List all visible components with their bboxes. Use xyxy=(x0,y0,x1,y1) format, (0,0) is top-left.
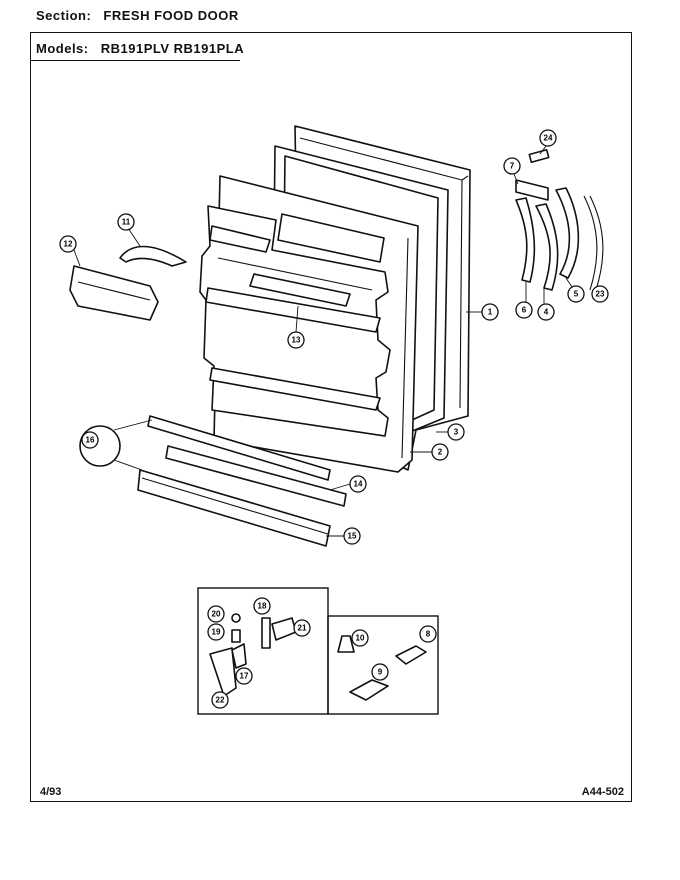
callout-19: 19 xyxy=(207,623,225,641)
callout-circle xyxy=(567,285,585,303)
callout-label: 6 xyxy=(522,306,527,315)
callout-1: 1 xyxy=(481,303,499,321)
callout-label: 21 xyxy=(298,624,307,633)
callout-label: 10 xyxy=(356,634,365,643)
callout-label: 9 xyxy=(378,668,383,677)
callout-20: 20 xyxy=(207,605,225,623)
callout-label: 13 xyxy=(292,336,301,345)
callout-22: 22 xyxy=(211,691,229,709)
callout-3: 3 xyxy=(447,423,465,441)
models-header: Models: RB191PLV RB191PLA xyxy=(36,41,244,56)
callout-circle xyxy=(591,285,609,303)
callout-12: 12 xyxy=(59,235,77,253)
dairy-door xyxy=(119,227,187,267)
callout-circle xyxy=(343,527,361,545)
callout-label: 24 xyxy=(544,134,553,143)
callout-circle xyxy=(419,625,437,643)
callout-9: 9 xyxy=(371,663,389,681)
callout-circle xyxy=(235,667,253,685)
callout-label: 3 xyxy=(454,428,459,437)
shelf-bars xyxy=(137,415,351,547)
shelf-rail xyxy=(249,273,351,333)
callout-8: 8 xyxy=(419,625,437,643)
callout-circle xyxy=(503,157,521,175)
callout-label: 16 xyxy=(86,436,95,445)
callout-21: 21 xyxy=(293,619,311,637)
callout-circle xyxy=(537,303,555,321)
models-label: Models: xyxy=(36,41,89,56)
callout-14: 14 xyxy=(349,475,367,493)
callout-circle xyxy=(59,235,77,253)
models-underline xyxy=(30,60,240,61)
models-value: RB191PLV RB191PLA xyxy=(100,41,245,56)
callout-label: 2 xyxy=(438,448,443,457)
callout-5: 5 xyxy=(567,285,585,303)
dairy-compartment xyxy=(69,249,159,321)
callout-circle xyxy=(447,423,465,441)
callout-circle xyxy=(349,475,367,493)
callout-label: 22 xyxy=(216,696,225,705)
callout-24: 24 xyxy=(539,129,557,147)
callout-label: 23 xyxy=(596,290,605,299)
callout-23: 23 xyxy=(591,285,609,303)
callout-label: 5 xyxy=(574,290,579,299)
callout-label: 4 xyxy=(544,308,549,317)
callout-6: 6 xyxy=(515,301,533,319)
callout-18: 18 xyxy=(253,597,271,615)
callout-label: 7 xyxy=(510,162,515,171)
section-header: Section: FRESH FOOD DOOR xyxy=(36,8,239,23)
callout-circle xyxy=(351,629,369,647)
callout-circle xyxy=(431,443,449,461)
callout-label: 12 xyxy=(64,240,73,249)
callout-2: 2 xyxy=(431,443,449,461)
footer-code: A44-502 xyxy=(581,786,624,798)
callout-15: 15 xyxy=(343,527,361,545)
callout-label: 18 xyxy=(258,602,267,611)
section-value: FRESH FOOD DOOR xyxy=(103,8,239,23)
callout-label: 1 xyxy=(488,308,493,317)
callout-17: 17 xyxy=(235,667,253,685)
callout-circle xyxy=(515,301,533,319)
callout-circle xyxy=(253,597,271,615)
callout-16: 16 xyxy=(81,431,99,449)
footer-rule xyxy=(30,801,632,802)
callout-4: 4 xyxy=(537,303,555,321)
door-shelves xyxy=(199,205,391,437)
callout-circle xyxy=(293,619,311,637)
callout-label: 19 xyxy=(212,628,221,637)
callout-circle xyxy=(207,623,225,641)
callout-7: 7 xyxy=(503,157,521,175)
callout-circle xyxy=(481,303,499,321)
callout-13: 13 xyxy=(287,331,305,349)
footer-date: 4/93 xyxy=(40,786,62,798)
callout-circle xyxy=(207,605,225,623)
callout-circle xyxy=(81,431,99,449)
callout-label: 14 xyxy=(354,480,363,489)
callout-circle xyxy=(211,691,229,709)
hinge-inset-left xyxy=(197,587,329,715)
callout-label: 15 xyxy=(348,532,357,541)
callout-10: 10 xyxy=(351,629,369,647)
callout-label: 20 xyxy=(212,610,221,619)
callout-label: 17 xyxy=(240,672,249,681)
callout-label: 11 xyxy=(122,218,131,227)
door-hinge-straps xyxy=(515,149,604,291)
callout-circle xyxy=(371,663,389,681)
callout-circle xyxy=(117,213,135,231)
callout-circle xyxy=(539,129,557,147)
callout-circle xyxy=(287,331,305,349)
callout-label: 8 xyxy=(426,630,431,639)
hinge-inset-right xyxy=(327,615,439,715)
callout-11: 11 xyxy=(117,213,135,231)
section-label: Section: xyxy=(36,8,92,23)
